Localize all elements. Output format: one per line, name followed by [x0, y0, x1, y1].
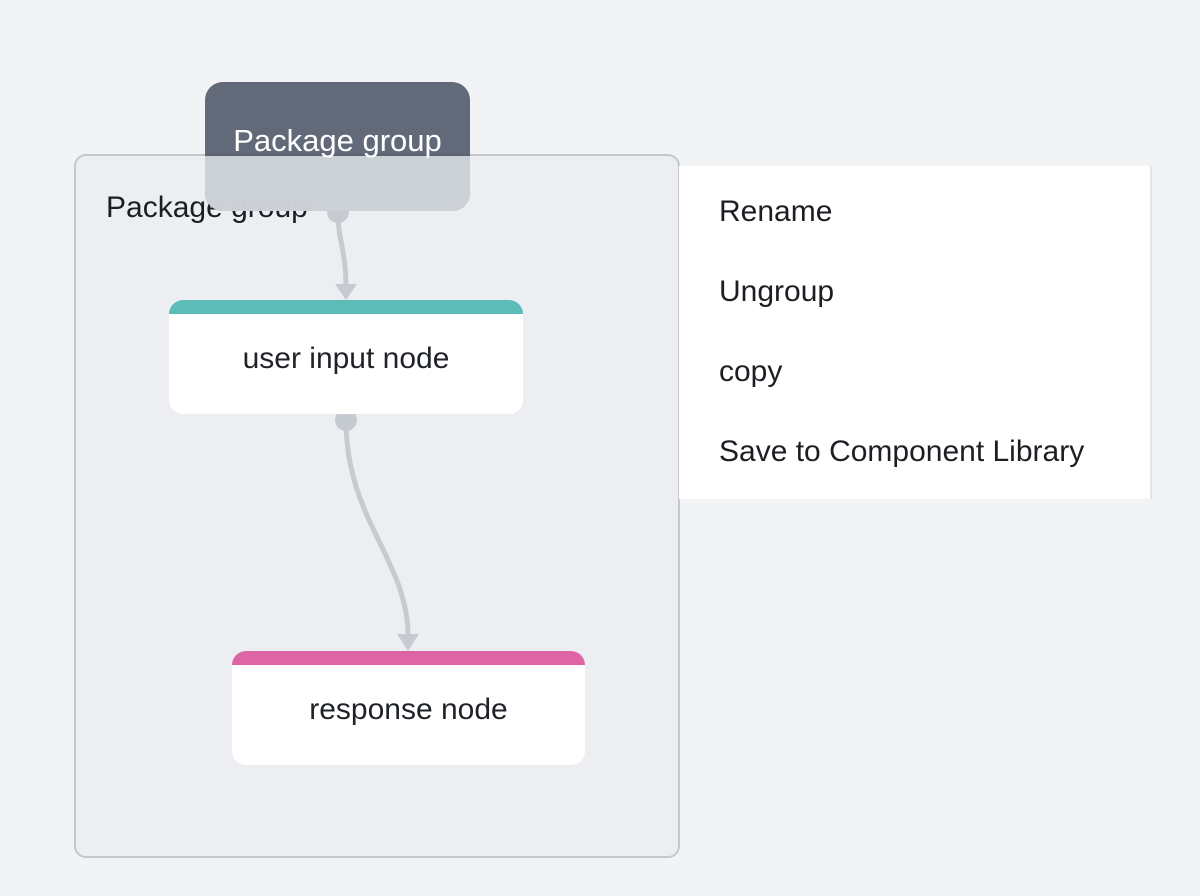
context-menu: Rename Ungroup copy Save to Component Li… [679, 166, 1152, 499]
menu-item-save-to-component-library[interactable]: Save to Component Library [719, 435, 1085, 468]
node-label: response node [309, 693, 508, 726]
node-label: user input node [242, 342, 450, 375]
user-input-node[interactable]: user input node [169, 300, 523, 414]
menu-item-rename[interactable]: Rename [719, 195, 833, 228]
response-node[interactable]: response node [232, 651, 585, 765]
group-drag-preview-lower [205, 156, 470, 211]
menu-item-copy[interactable]: copy [719, 355, 783, 388]
group-drag-preview-label: Package group [233, 123, 442, 158]
node-accent-bar [232, 651, 585, 665]
node-accent-bar [169, 300, 523, 314]
menu-item-ungroup[interactable]: Ungroup [719, 275, 835, 308]
